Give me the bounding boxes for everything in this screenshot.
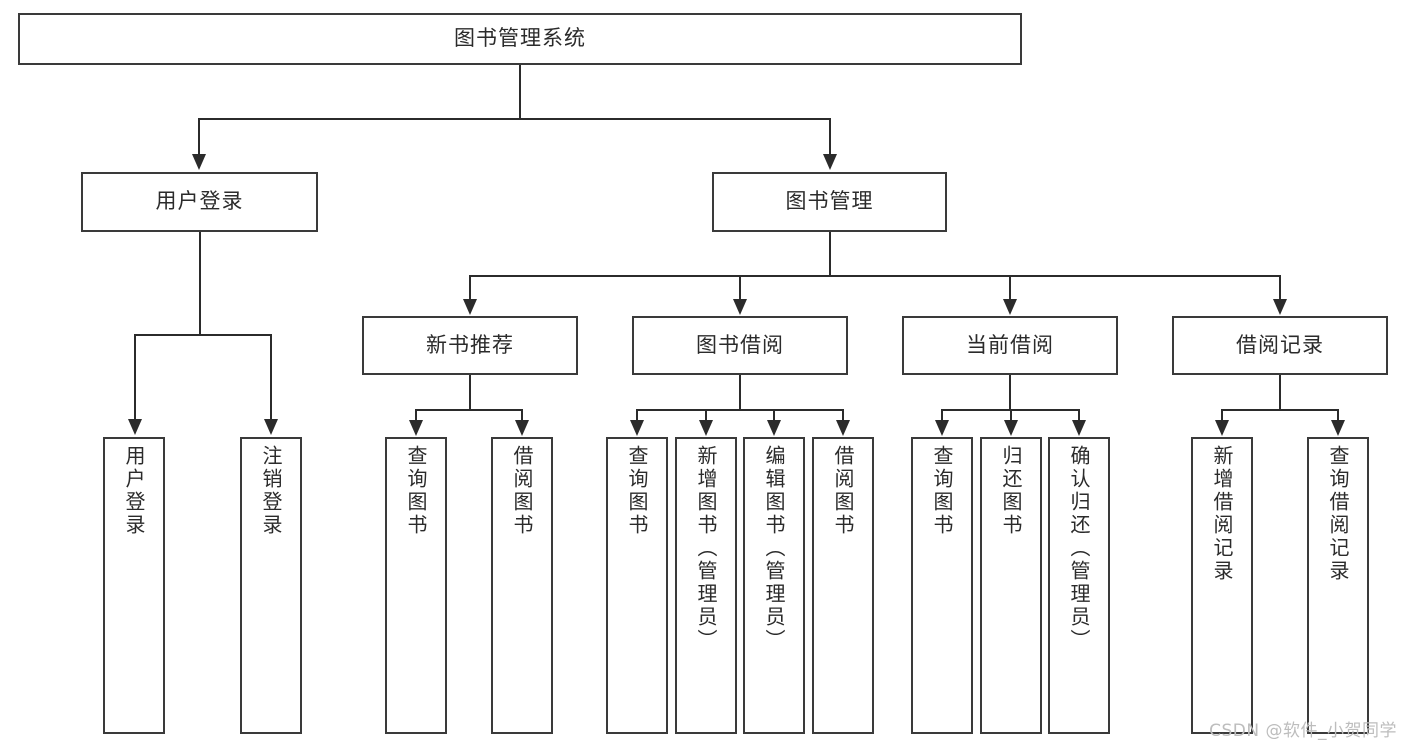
edge-level1-bus [198, 118, 831, 120]
leaf-return-book[interactable]: 归还图书 [980, 437, 1042, 734]
edge-book-borrow-stem [739, 375, 741, 410]
edge-user-login-bus [134, 334, 271, 336]
edge-book-manage-stem [829, 232, 831, 276]
leaf-user-login-label: 用户登录 [122, 445, 146, 537]
leaf-borrow-book-2[interactable]: 借阅图书 [812, 437, 874, 734]
leaf-edit-book-label: 编辑图书（管理员） [762, 445, 786, 652]
leaf-borrow-book-1[interactable]: 借阅图书 [491, 437, 553, 734]
edge-user-login-stem [199, 232, 201, 335]
edge-drop-current-borrow [1009, 275, 1011, 301]
edge-drop-query-book-3 [941, 409, 943, 422]
leaf-confirm-return[interactable]: 确认归还（管理员） [1048, 437, 1110, 734]
edge-drop-new-book-rec [469, 275, 471, 301]
leaf-borrow-book-2-label: 借阅图书 [831, 445, 855, 537]
node-book-borrow-label: 图书借阅 [696, 332, 784, 357]
edge-drop-book-borrow [739, 275, 741, 301]
edge-drop-confirm-return [1078, 409, 1080, 422]
arrow-edit-book [767, 420, 781, 436]
edge-drop-return-book [1010, 409, 1012, 422]
edge-drop-borrow-book-1 [521, 409, 523, 422]
edge-level2-bus [469, 275, 1281, 277]
leaf-query-book-1-label: 查询图书 [404, 445, 428, 537]
leaf-add-book[interactable]: 新增图书（管理员） [675, 437, 737, 734]
edge-drop-leaf-user-logout [270, 334, 272, 421]
edge-drop-leaf-user-login [134, 334, 136, 421]
arrow-query-book-3 [935, 420, 949, 436]
node-root[interactable]: 图书管理系统 [18, 13, 1022, 65]
arrow-new-book-rec [463, 299, 477, 315]
leaf-query-record[interactable]: 查询借阅记录 [1307, 437, 1369, 734]
arrow-user-login [192, 154, 206, 170]
leaf-query-book-1[interactable]: 查询图书 [385, 437, 447, 734]
leaf-query-book-2[interactable]: 查询图书 [606, 437, 668, 734]
arrow-leaf-user-logout [264, 419, 278, 435]
edge-borrow-record-bus [1221, 409, 1339, 411]
leaf-edit-book[interactable]: 编辑图书（管理员） [743, 437, 805, 734]
arrow-add-book [699, 420, 713, 436]
node-book-borrow[interactable]: 图书借阅 [632, 316, 848, 375]
edge-drop-query-record [1337, 409, 1339, 422]
leaf-query-book-3-label: 查询图书 [930, 445, 954, 537]
leaf-query-book-3[interactable]: 查询图书 [911, 437, 973, 734]
arrow-leaf-user-login [128, 419, 142, 435]
edge-drop-edit-book [773, 409, 775, 422]
edge-drop-query-book-1 [415, 409, 417, 422]
edge-root-stem [519, 65, 521, 118]
arrow-book-manage [823, 154, 837, 170]
arrow-add-record [1215, 420, 1229, 436]
node-user-login[interactable]: 用户登录 [81, 172, 318, 232]
edge-drop-add-book [705, 409, 707, 422]
edge-book-borrow-bus [636, 409, 844, 411]
leaf-confirm-return-label: 确认归还（管理员） [1067, 445, 1091, 652]
arrow-query-book-1 [409, 420, 423, 436]
node-borrow-record-label: 借阅记录 [1236, 332, 1324, 357]
arrow-borrow-book-1 [515, 420, 529, 436]
watermark: CSDN @软件_小贺同学 [1209, 721, 1397, 741]
arrow-borrow-book-2 [836, 420, 850, 436]
edge-drop-query-book-2 [636, 409, 638, 422]
node-new-book-rec-label: 新书推荐 [426, 332, 514, 357]
leaf-add-record-label: 新增借阅记录 [1210, 445, 1234, 583]
node-new-book-rec[interactable]: 新书推荐 [362, 316, 578, 375]
arrow-confirm-return [1072, 420, 1086, 436]
node-book-manage[interactable]: 图书管理 [712, 172, 947, 232]
leaf-user-logout-label: 注销登录 [259, 445, 283, 537]
edge-new-book-rec-bus [415, 409, 523, 411]
edge-borrow-record-stem [1279, 375, 1281, 410]
arrow-query-book-2 [630, 420, 644, 436]
edge-drop-borrow-book-2 [842, 409, 844, 422]
node-book-manage-label: 图书管理 [785, 189, 874, 214]
arrow-query-record [1331, 420, 1345, 436]
node-borrow-record[interactable]: 借阅记录 [1172, 316, 1388, 375]
arrow-current-borrow [1003, 299, 1017, 315]
node-current-borrow-label: 当前借阅 [966, 332, 1054, 357]
leaf-add-record[interactable]: 新增借阅记录 [1191, 437, 1253, 734]
node-user-login-label: 用户登录 [155, 189, 244, 214]
edge-drop-book-manage [829, 118, 831, 156]
leaf-user-login[interactable]: 用户登录 [103, 437, 165, 734]
node-current-borrow[interactable]: 当前借阅 [902, 316, 1118, 375]
edge-new-book-rec-stem [469, 375, 471, 410]
node-root-label: 图书管理系统 [454, 26, 586, 51]
edge-drop-borrow-record [1279, 275, 1281, 301]
leaf-query-record-label: 查询借阅记录 [1326, 445, 1350, 583]
leaf-return-book-label: 归还图书 [999, 445, 1023, 537]
leaf-query-book-2-label: 查询图书 [625, 445, 649, 537]
leaf-add-book-label: 新增图书（管理员） [694, 445, 718, 652]
edge-drop-user-login [198, 118, 200, 156]
arrow-book-borrow [733, 299, 747, 315]
edge-current-borrow-stem [1009, 375, 1011, 410]
arrow-borrow-record [1273, 299, 1287, 315]
leaf-user-logout[interactable]: 注销登录 [240, 437, 302, 734]
edge-drop-add-record [1221, 409, 1223, 422]
arrow-return-book [1004, 420, 1018, 436]
leaf-borrow-book-1-label: 借阅图书 [510, 445, 534, 537]
